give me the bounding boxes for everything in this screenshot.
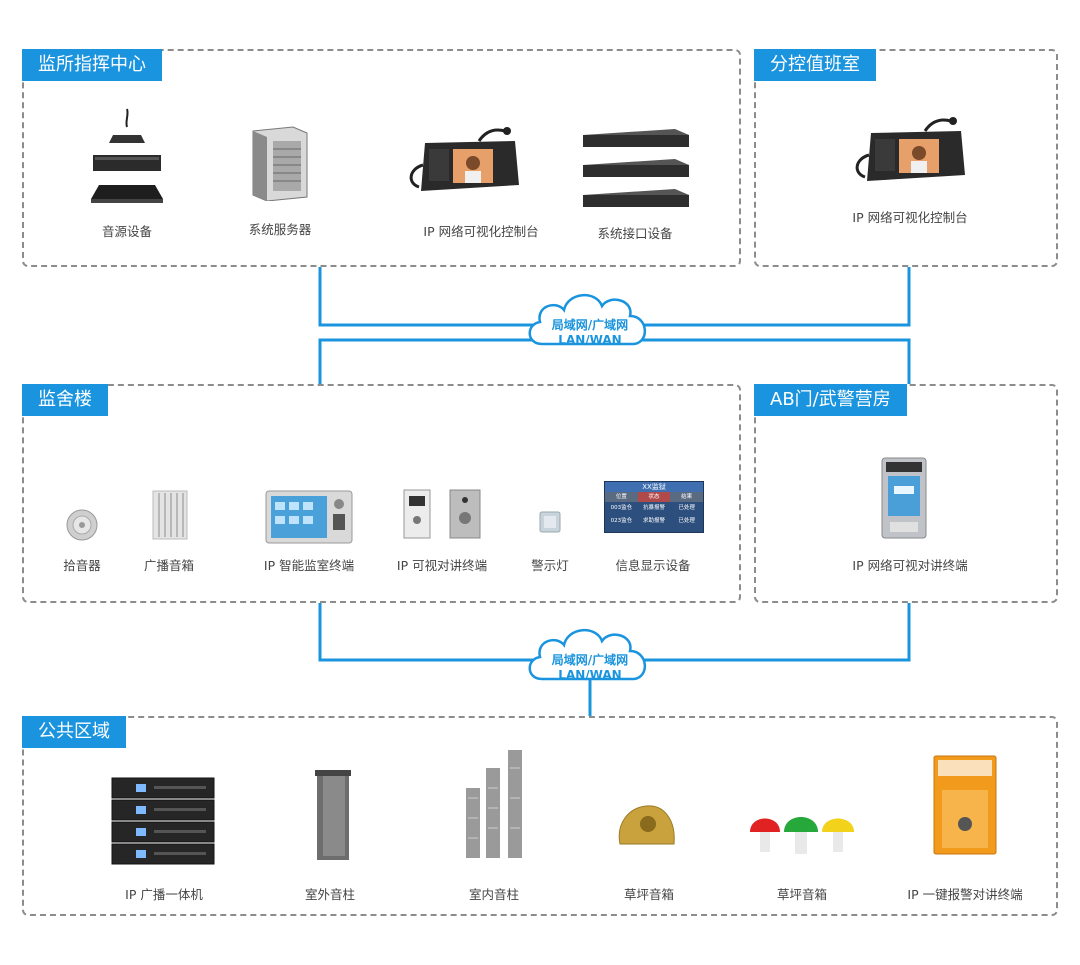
network-label-cn: 局域网/广域网 (551, 318, 629, 332)
screen-cell: 抗暴报警 (643, 505, 666, 511)
screen-header: 结果 (670, 492, 704, 502)
screen-title: XX监狱 (605, 482, 703, 492)
screen-cell: 已处理 (678, 505, 695, 511)
device-label: IP 智能监室终端 (263, 558, 355, 573)
rock-speaker-icon (618, 805, 675, 845)
network-label: 局域网/广域网 LAN/WAN (535, 653, 645, 683)
device-label: IP 网络可视对讲终端 (852, 558, 968, 573)
zone-public-area: 公共区域 IP 广播一体机 室外音柱 (22, 716, 1058, 916)
alarm-intercom-icon (933, 755, 997, 855)
intercom-icon (403, 489, 481, 539)
intercom-terminal-icon (881, 457, 927, 539)
device-label: 信息显示设备 (615, 558, 691, 573)
zone-duty-room: 分控值班室 IP 网络可视化控制台 (754, 49, 1058, 267)
zone-title: 公共区域 (22, 716, 126, 748)
device-label: 警示灯 (531, 558, 569, 573)
display-screen-icon: XX监狱 位置 状态 结果 003监仓 抗暴报警 已处理 023监仓 求助报警 … (604, 481, 704, 533)
speaker-icon (152, 490, 188, 540)
column-speaker-icon (466, 750, 522, 858)
device-label: 草坪音箱 (776, 887, 828, 902)
screen-cell: 003监仓 (610, 505, 633, 511)
screen-cell: 求助报警 (643, 518, 666, 524)
device-label: 音源设备 (101, 224, 153, 239)
network-label-en: LAN/WAN (558, 333, 622, 347)
network-label-cn: 局域网/广域网 (551, 653, 629, 667)
zone-gate-barracks: AB门/武警营房 IP 网络可视对讲终端 (754, 384, 1058, 603)
device-label: IP 可视对讲终端 (396, 558, 488, 573)
screen-header: 状态 (637, 492, 671, 502)
device-label: 室内音柱 (468, 887, 520, 902)
zone-cell-block: 监舍楼 拾音器 广播音箱 IP 智能监室终端 (22, 384, 741, 603)
device-label: IP 网络可视化控制台 (423, 224, 539, 239)
device-label: 系统服务器 (248, 222, 312, 237)
touch-terminal-icon (265, 490, 353, 544)
column-speaker-icon (315, 770, 351, 860)
screen-cell: 已处理 (678, 518, 695, 524)
device-label: IP 网络可视化控制台 (852, 210, 968, 225)
rack-device-icon (583, 129, 689, 207)
device-label: 室外音柱 (304, 887, 356, 902)
zone-command-center: 监所指挥中心 音源设备 系统服务器 (22, 49, 741, 267)
cloud-icon (528, 294, 646, 346)
cloud-icon (528, 629, 646, 681)
server-icon (252, 126, 308, 201)
network-label: 局域网/广域网 LAN/WAN (535, 318, 645, 348)
warning-light-icon (539, 511, 561, 533)
device-label: IP 广播一体机 (125, 887, 203, 902)
console-icon (855, 117, 965, 181)
device-label: 拾音器 (63, 558, 101, 573)
mushroom-speaker-icon (750, 817, 854, 854)
microphone-pickup-icon (66, 509, 98, 541)
amplifier-rack-icon (111, 777, 215, 865)
device-label: IP 一键报警对讲终端 (907, 887, 1023, 902)
device-label: 广播音箱 (143, 558, 195, 573)
network-label-en: LAN/WAN (558, 668, 622, 682)
console-icon (409, 127, 519, 191)
screen-header: 位置 (605, 492, 638, 502)
zone-title: 监所指挥中心 (22, 49, 162, 81)
device-label: 草坪音箱 (623, 887, 675, 902)
zone-title: 监舍楼 (22, 384, 108, 416)
screen-cell: 023监仓 (610, 518, 633, 524)
audio-source-icon (91, 108, 163, 203)
device-label: 系统接口设备 (597, 226, 673, 241)
zone-title: AB门/武警营房 (754, 384, 907, 416)
zone-title: 分控值班室 (754, 49, 876, 81)
